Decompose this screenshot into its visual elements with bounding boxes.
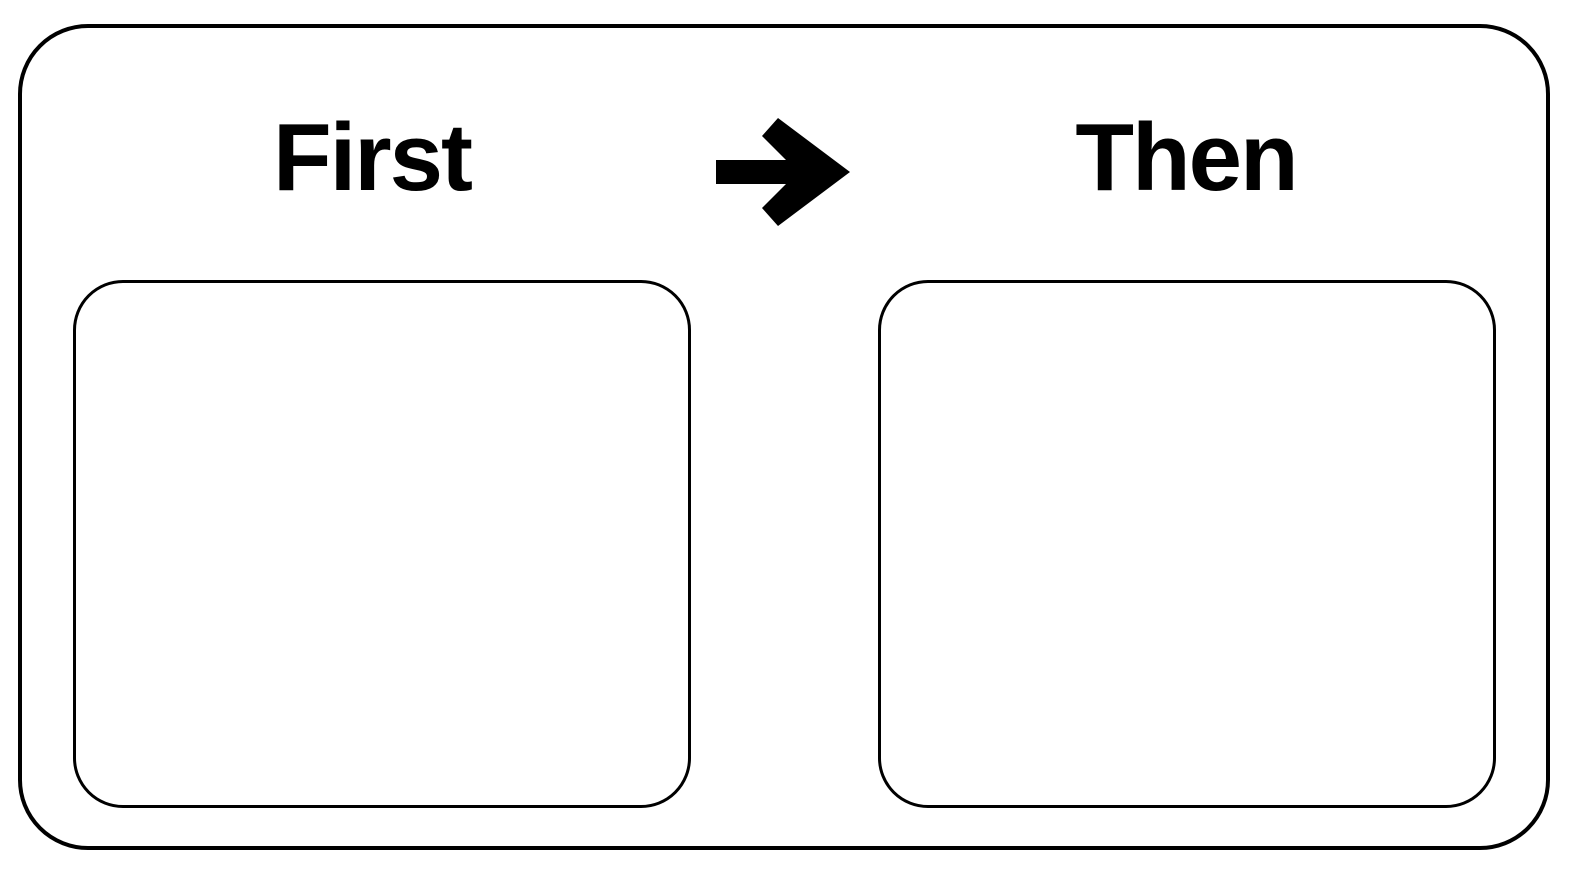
then-heading: Then <box>1075 104 1298 211</box>
first-slot[interactable] <box>73 280 691 808</box>
then-slot[interactable] <box>878 280 1496 808</box>
right-arrow-icon <box>716 118 850 226</box>
first-heading: First <box>272 104 473 211</box>
